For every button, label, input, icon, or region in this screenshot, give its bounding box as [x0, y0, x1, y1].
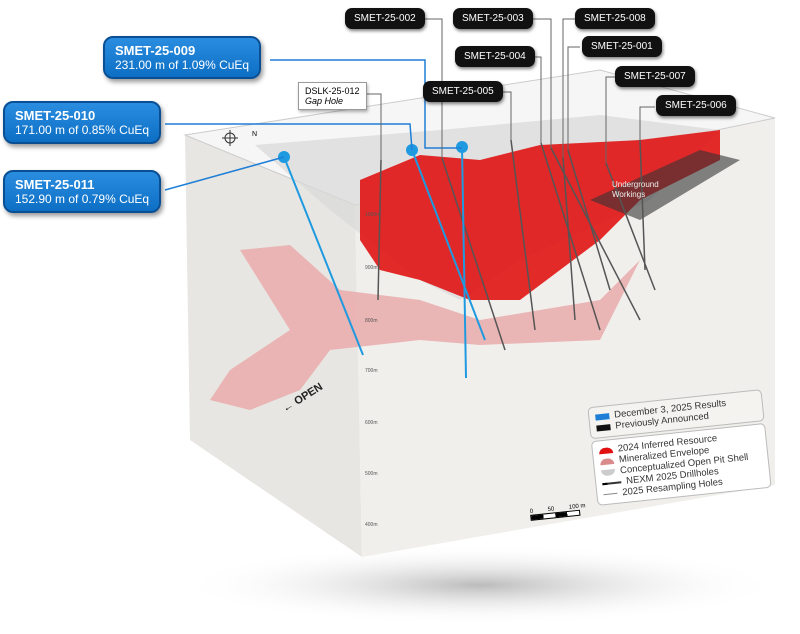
underground-workings-label: Underground Workings — [612, 180, 659, 199]
callout-leaders — [164, 59, 462, 191]
new-drillholes — [278, 141, 486, 379]
mineralized-envelope — [210, 245, 640, 410]
new-results-swatch — [595, 412, 610, 421]
tag-smet-25-002: SMET-25-002 — [345, 8, 425, 29]
elevation-label: 800m — [365, 318, 378, 324]
tag-smet-25-004: SMET-25-004 — [455, 46, 535, 67]
tag-smet-25-006: SMET-25-006 — [656, 95, 736, 116]
tag-leaders — [365, 18, 655, 163]
tag-smet-25-001: SMET-25-001 — [582, 36, 662, 57]
legend: December 3, 2025 Results Previously Anno… — [587, 389, 772, 506]
tag-smet-25-003: SMET-25-003 — [453, 8, 533, 29]
tag-smet-25-007: SMET-25-007 — [615, 66, 695, 87]
inferred-resource — [360, 130, 720, 300]
underground-workings — [590, 150, 740, 220]
compass-icon — [222, 130, 238, 146]
shell-swatch — [600, 468, 616, 476]
drop-shadow — [180, 545, 780, 625]
elevation-label: 600m — [365, 420, 378, 426]
inferred-swatch — [598, 446, 614, 454]
elevation-label: 900m — [365, 265, 378, 271]
tag-smet-25-005: SMET-25-005 — [423, 81, 503, 102]
resampling-swatch — [603, 492, 618, 496]
elevation-label: 700m — [365, 368, 378, 374]
previous-swatch — [596, 423, 611, 432]
elevation-label: 500m — [365, 471, 378, 477]
elevation-label: 400m — [365, 522, 378, 528]
drillhole-swatch — [602, 480, 622, 485]
tag-smet-25-008: SMET-25-008 — [575, 8, 655, 29]
elevation-label: 1000m — [365, 212, 381, 218]
compass-north: N — [252, 131, 257, 138]
envelope-swatch — [599, 457, 615, 465]
drillholes — [377, 139, 656, 351]
